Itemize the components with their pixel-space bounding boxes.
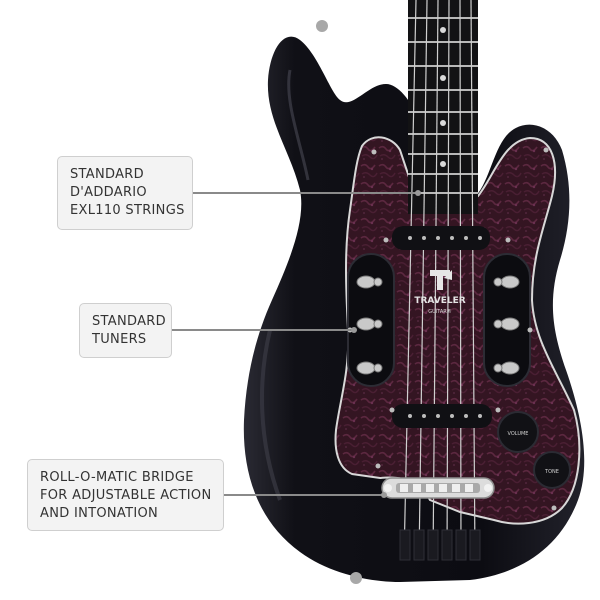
guitar-neck	[408, 0, 478, 214]
callout-line: STANDARD	[70, 167, 144, 182]
strings-leader-dot	[415, 190, 421, 196]
volume-knob: VOLUME	[497, 411, 539, 453]
roll-o-matic-bridge	[381, 477, 495, 499]
callout-line: D'ADDARIO	[70, 185, 147, 200]
bridge-callout: ROLL-O-MATIC BRIDGE FOR ADJUSTABLE ACTIO…	[27, 459, 224, 531]
callout-line: TUNERS	[92, 332, 147, 347]
callout-line: AND INTONATION	[40, 506, 159, 521]
pickups	[392, 226, 492, 428]
tuners-leader-dot	[351, 327, 357, 333]
traveler-guitar-logo-icon	[430, 270, 452, 290]
callout-line: EXL110 STRINGS	[70, 203, 185, 218]
tone-knob: TONE	[533, 451, 571, 489]
bridge-leader-dot	[381, 492, 387, 498]
bridge-leader-line	[224, 494, 384, 496]
callout-line: FOR ADJUSTABLE ACTION	[40, 488, 212, 503]
tone-label: TONE	[544, 469, 559, 475]
strings-callout: STANDARD D'ADDARIO EXL110 STRINGS	[57, 156, 193, 230]
logo-brand: TRAVELER	[414, 296, 465, 306]
strings	[403, 0, 476, 561]
tuners-leader-line	[172, 329, 354, 331]
tuners-callout: STANDARD TUNERS	[79, 303, 172, 358]
callout-line: ROLL-O-MATIC BRIDGE	[40, 470, 194, 485]
volume-label: VOLUME	[508, 431, 529, 437]
strings-leader-line	[193, 192, 418, 194]
callout-line: STANDARD	[92, 314, 166, 329]
tuners	[347, 253, 531, 387]
logo-sub: GUITAR®	[428, 308, 452, 315]
